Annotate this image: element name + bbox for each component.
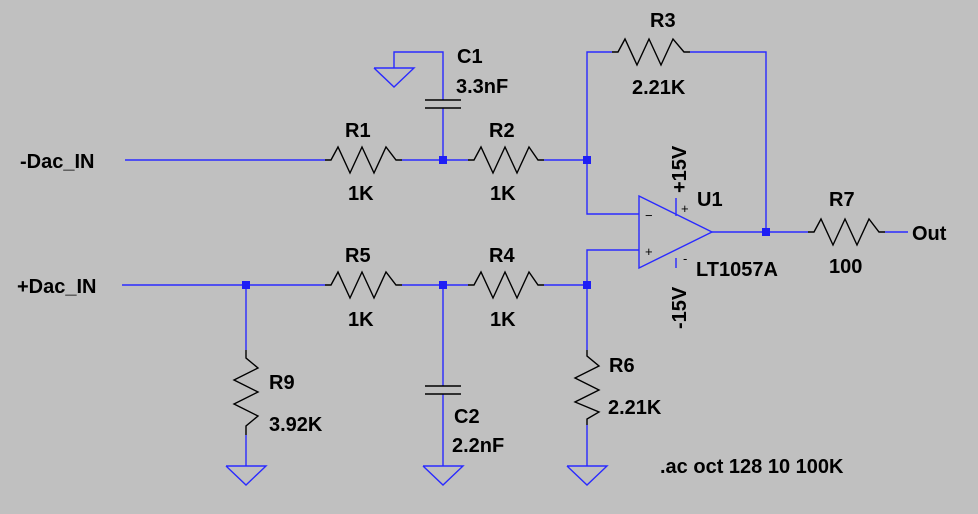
r6-value: 2.21K xyxy=(608,397,662,419)
ground-icon-r6 xyxy=(566,465,609,486)
ground-icon-c2 xyxy=(422,465,465,486)
opamp-u1-body xyxy=(638,194,714,270)
ground-icon-r9 xyxy=(225,465,268,486)
resistor-r4-body xyxy=(468,270,544,300)
r2-ref: R2 xyxy=(489,120,515,142)
resistor-r7-body xyxy=(808,217,885,247)
resistor-r2-body xyxy=(468,145,544,175)
resistor-r3-body xyxy=(612,37,690,67)
net-label-output: Out xyxy=(912,223,947,245)
ground-icon-c1 xyxy=(373,67,416,88)
r9-value: 3.92K xyxy=(269,414,323,436)
u1-ref: U1 xyxy=(697,189,723,211)
wire-feedback-right xyxy=(690,51,767,232)
r4-value: 1K xyxy=(490,309,516,331)
r3-value: 2.21K xyxy=(632,77,686,99)
c2-value: 2.2nF xyxy=(452,435,504,457)
wire-feedback-left xyxy=(586,51,612,160)
junction-output xyxy=(762,228,770,236)
net-label-neg-input: -Dac_IN xyxy=(20,151,94,173)
supply-pos-label: +15V xyxy=(669,145,691,193)
opamp-pin-inverting: − xyxy=(645,208,653,223)
opamp-u1[interactable]: − + + - xyxy=(638,194,714,270)
c2-ref: C2 xyxy=(454,406,480,428)
wire-c1-top xyxy=(393,51,444,100)
r1-value: 1K xyxy=(348,183,374,205)
c1-value: 3.3nF xyxy=(456,76,508,98)
junction-c1 xyxy=(439,156,447,164)
wire-noninv-input xyxy=(586,249,639,285)
net-label-pos-input: +Dac_IN xyxy=(17,276,97,298)
r5-value: 1K xyxy=(348,309,374,331)
c1-ref: C1 xyxy=(457,46,483,68)
r7-value: 100 xyxy=(829,256,862,278)
r5-ref: R5 xyxy=(345,245,371,267)
resistor-r5[interactable] xyxy=(325,270,402,300)
opamp-pin-supply-pos: + xyxy=(681,201,689,216)
resistor-r3[interactable] xyxy=(612,37,690,67)
r6-ref: R6 xyxy=(609,355,635,377)
junction-r9 xyxy=(242,281,250,289)
resistor-r1-body xyxy=(325,145,402,175)
r9-ref: R9 xyxy=(269,372,295,394)
resistor-r4[interactable] xyxy=(468,270,544,300)
wire-inv-input xyxy=(586,160,639,215)
junctions xyxy=(242,156,770,289)
r1-ref: R1 xyxy=(345,120,371,142)
capacitor-c2[interactable] xyxy=(425,385,461,395)
junction-c2 xyxy=(439,281,447,289)
junction-inverting xyxy=(583,156,591,164)
r4-ref: R4 xyxy=(489,245,515,267)
junction-noninverting xyxy=(583,281,591,289)
r7-ref: R7 xyxy=(829,189,855,211)
r2-value: 1K xyxy=(490,183,516,205)
resistor-r7[interactable] xyxy=(808,217,885,247)
resistor-r5-body xyxy=(325,270,402,300)
resistor-r9-body xyxy=(232,350,260,435)
u1-value: LT1057A xyxy=(696,259,778,281)
opamp-pin-noninverting: + xyxy=(645,244,653,259)
wires xyxy=(122,51,908,466)
resistor-r9[interactable] xyxy=(232,350,260,435)
capacitor-c1[interactable] xyxy=(425,99,461,109)
spice-directive[interactable]: .ac oct 128 10 100K xyxy=(660,456,844,478)
resistor-r6-body xyxy=(573,350,601,425)
opamp-pin-supply-neg: - xyxy=(683,251,687,266)
resistor-r6[interactable] xyxy=(573,350,601,425)
resistor-r1[interactable] xyxy=(325,145,402,175)
supply-neg-label: -15V xyxy=(669,286,691,329)
r3-ref: R3 xyxy=(650,10,676,32)
resistor-r2[interactable] xyxy=(468,145,544,175)
